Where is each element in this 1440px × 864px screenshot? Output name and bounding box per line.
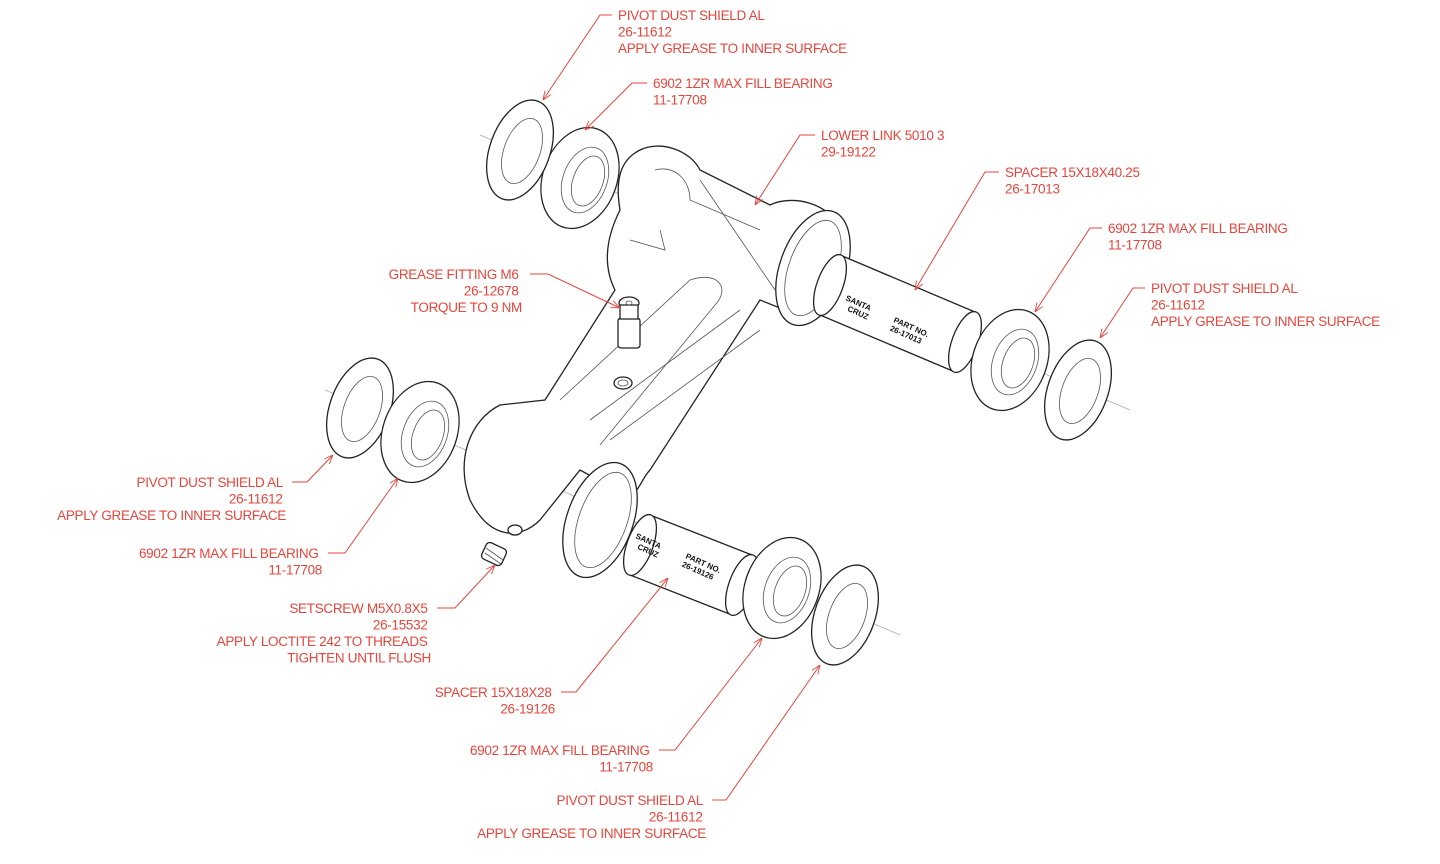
bearing-right [970,308,1050,412]
callout-spacer-long: SPACER 15X18X40.25 26-17013 [1005,165,1143,197]
callout-grease-fitting: GREASE FITTING M6 26-12678 TORQUE TO 9 N… [389,267,522,315]
bearing-left [380,380,460,484]
callout-lower-link: LOWER LINK 5010 3 29-19122 [821,128,948,160]
grease-fitting [617,296,641,349]
callout-bearing-left: 6902 1ZR MAX FILL BEARING 11-17708 [139,546,322,578]
callout-dust-shield-right: PIVOT DUST SHIELD AL 26-11612 APPLY GREA… [1151,281,1380,329]
callout-setscrew: SETSCREW M5X0.8X5 26-15532 APPLY LOCTITE… [217,601,431,666]
callout-dust-shield-bottom: PIVOT DUST SHIELD AL 26-11612 APPLY GREA… [477,793,706,841]
callout-dust-shield-left: PIVOT DUST SHIELD AL 26-11612 APPLY GREA… [57,475,286,523]
bearing-bottom [742,536,822,640]
callout-bearing-bottom: 6902 1ZR MAX FILL BEARING 11-17708 [470,743,653,775]
callout-spacer-short: SPACER 15X18X28 26-19126 [435,685,555,717]
callout-dust-shield-top: PIVOT DUST SHIELD AL 26-11612 APPLY GREA… [618,8,847,56]
spacer-long: SANTACRUZ PART NO.26-17013 [812,253,983,374]
dust-shield-top [486,99,554,201]
leader-lines [292,14,1145,801]
setscrew [480,541,508,567]
dust-shield-left [326,357,394,459]
dust-shield-bottom [811,564,879,666]
dust-shield-right [1044,339,1112,441]
callout-bearing-top: 6902 1ZR MAX FILL BEARING 11-17708 [653,76,836,108]
callout-bearing-right: 6902 1ZR MAX FILL BEARING 11-17708 [1108,221,1291,253]
